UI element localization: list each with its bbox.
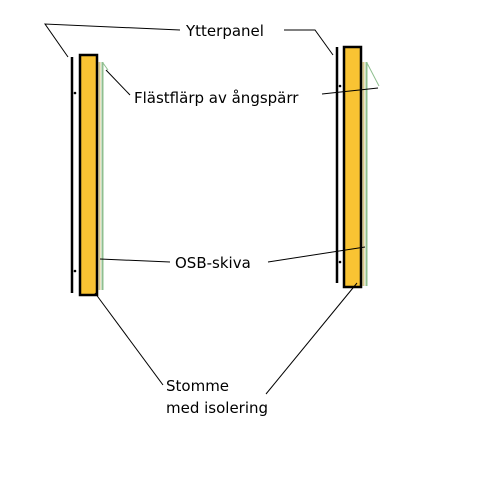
leader-flastflarp-left — [105, 69, 131, 96]
leader-ytterpanel-right — [284, 29, 334, 56]
left-wall-section — [70, 53, 109, 297]
diagram-labels: Ytterpanel Flästflärp av ångspärr OSB-sk… — [134, 22, 299, 417]
right-stud-with-insulation — [342, 45, 363, 289]
leader-flastflarp-right — [321, 87, 379, 95]
left-panel-nail-top — [73, 91, 77, 95]
right-panel-nail-bottom — [338, 260, 342, 264]
label-osb-skiva: OSB-skiva — [175, 254, 251, 272]
right-vapor-flap — [366, 62, 380, 87]
leader-osb-right — [267, 246, 366, 263]
label-stomme: Stomme — [166, 377, 229, 395]
label-ytterpanel: Ytterpanel — [185, 22, 264, 40]
leader-ytterpanel-left — [44, 23, 181, 58]
label-med-isolering: med isolering — [166, 399, 268, 417]
left-panel-nail-bottom — [73, 269, 77, 273]
label-flastflarp: Flästflärp av ångspärr — [134, 89, 299, 107]
leader-lines — [44, 23, 379, 395]
leader-stomme-right — [265, 282, 358, 395]
left-vapor-flap — [102, 62, 109, 71]
leader-osb-left — [99, 258, 171, 263]
right-panel-nail-top — [338, 84, 342, 88]
leader-stomme-left — [94, 292, 164, 386]
left-stud-with-insulation — [78, 53, 99, 297]
right-wall-section — [335, 45, 380, 289]
